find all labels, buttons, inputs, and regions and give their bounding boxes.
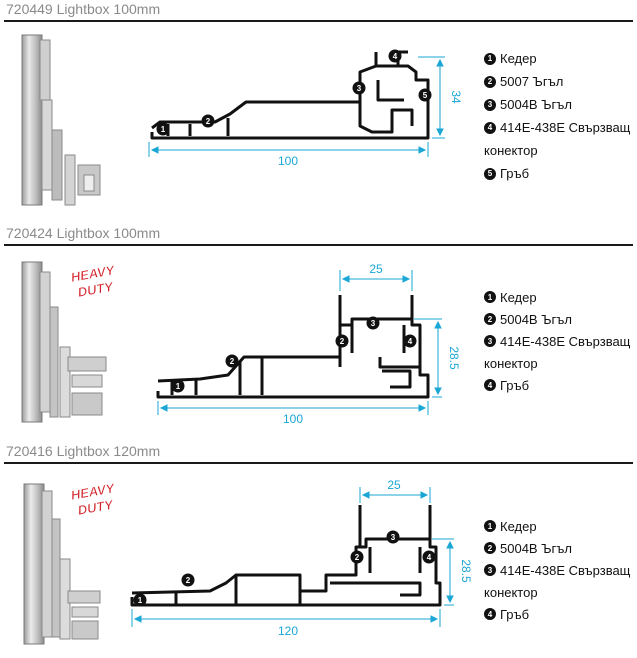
callout-3: 3 (366, 316, 380, 330)
svg-text:2: 2 (340, 337, 345, 346)
svg-text:4: 4 (427, 553, 432, 562)
svg-text:2: 2 (230, 357, 235, 366)
profile-photo (23, 483, 101, 645)
callout-2: 2 (225, 354, 239, 368)
svg-text:4: 4 (408, 337, 413, 346)
heavy-duty-badge: HEAVY DUTY (69, 262, 117, 300)
height-label: 28.5 (459, 559, 473, 583)
svg-text:1: 1 (176, 382, 181, 391)
svg-text:DUTY: DUTY (77, 497, 116, 518)
top-label: 25 (387, 478, 401, 492)
svg-text:5: 5 (423, 91, 428, 100)
width-dimension (157, 401, 429, 415)
top-dimension (359, 487, 431, 503)
section-title: 720416 Lightbox 120mm (6, 443, 161, 459)
height-label: 34 (449, 90, 463, 104)
section-720449: 720449 Lightbox 100mm 1 2 3 4 5 (0, 0, 637, 225)
top-label: 25 (369, 262, 383, 276)
heavy-duty-badge: HEAVY DUTY (69, 480, 117, 518)
width-dimension (148, 142, 429, 157)
callout-2: 2 (181, 573, 195, 587)
svg-text:4: 4 (393, 52, 398, 61)
width-label: 100 (278, 154, 298, 168)
legend-item-continued: конектор (484, 143, 538, 158)
profile-photo (21, 34, 101, 206)
callout-1: 1 (171, 379, 185, 393)
cross-section-drawing: 1 2 3 2 4 25 120 28.5 (130, 478, 473, 638)
profile-outline (150, 50, 430, 140)
height-dimension (418, 56, 445, 139)
section-720424: 720424 Lightbox 100mm HEAVY DUTY (0, 225, 637, 443)
section-divider (4, 462, 633, 464)
callout-4: 4 (388, 49, 402, 63)
legend-item-continued: конектор (484, 584, 538, 600)
section-720416: 720416 Lightbox 120mm HEAVY DUTY 1 2 (0, 443, 637, 658)
svg-text:3: 3 (371, 319, 376, 328)
width-dimension (131, 609, 441, 627)
svg-text:3: 3 (391, 533, 396, 542)
callout-4: 4 (403, 334, 417, 348)
callout-4: 4 (422, 550, 436, 564)
cross-section-drawing: 1 2 3 2 4 25 100 28.5 (156, 262, 461, 426)
callout-1: 1 (133, 593, 147, 607)
cross-section-drawing: 1 2 3 4 5 100 34 (148, 49, 463, 168)
width-label: 100 (283, 412, 303, 426)
callout-2: 2 (201, 114, 215, 128)
svg-text:2: 2 (355, 553, 360, 562)
height-dimension (414, 318, 442, 398)
section-divider (4, 20, 633, 22)
svg-text:DUTY: DUTY (77, 279, 116, 300)
legend-item-continued: конектор (484, 355, 538, 371)
top-dimension (339, 270, 413, 291)
section-title: 720449 Lightbox 100mm (6, 1, 161, 17)
svg-text:3: 3 (357, 84, 362, 93)
svg-text:1: 1 (138, 596, 143, 605)
section-title: 720424 Lightbox 100mm (6, 225, 161, 241)
height-dimension (432, 538, 454, 606)
svg-text:2: 2 (206, 117, 211, 126)
profile-photo (21, 261, 107, 423)
svg-text:2: 2 (186, 576, 191, 585)
callout-2-right: 2 (350, 550, 364, 564)
svg-text:1: 1 (161, 125, 166, 134)
section-divider (4, 244, 633, 246)
callout-1: 1 (156, 122, 170, 136)
profile-outline (130, 505, 442, 607)
callout-2-right: 2 (335, 334, 349, 348)
callout-3: 3 (386, 530, 400, 544)
callout-3: 3 (352, 81, 366, 95)
height-label: 28.5 (447, 346, 461, 370)
callout-5: 5 (418, 88, 432, 102)
width-label: 120 (278, 624, 298, 638)
profile-outline (156, 295, 430, 399)
